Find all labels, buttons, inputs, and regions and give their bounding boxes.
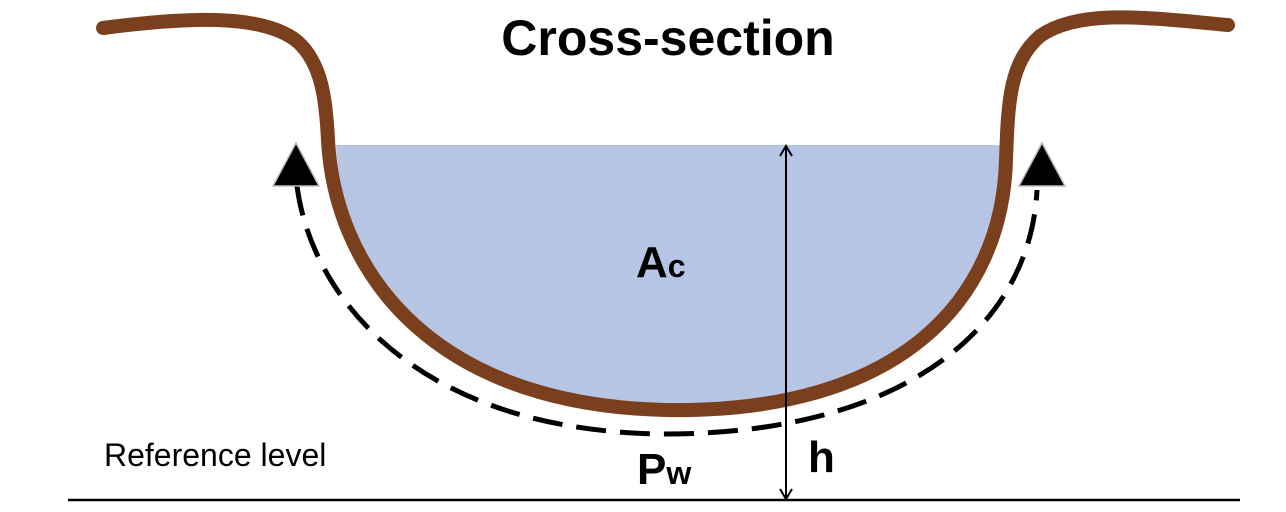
- diagram-title: Cross-section: [501, 10, 834, 66]
- perimeter-label: Pw: [637, 445, 691, 494]
- reference-level-label: Reference level: [104, 437, 326, 473]
- water-area: [336, 145, 1000, 404]
- right-arrowhead-icon: [1017, 141, 1067, 187]
- channel-bank: [96, 10, 1235, 418]
- wetted-perimeter-dashed: [294, 185, 1040, 437]
- area-label: Ac: [636, 238, 686, 287]
- left-arrowhead-icon: [271, 141, 321, 187]
- height-label: h: [808, 433, 835, 482]
